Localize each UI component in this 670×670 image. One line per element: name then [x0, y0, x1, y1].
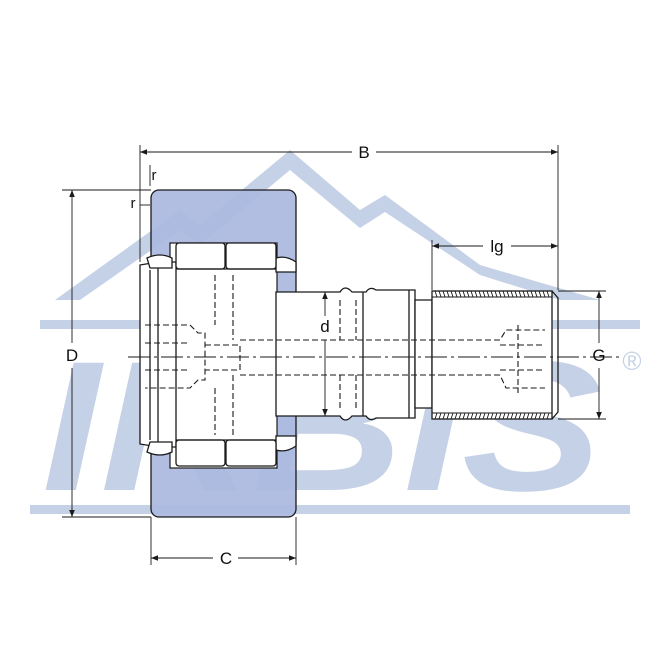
- needle-rollers: [175, 242, 277, 467]
- dimension-label-r-side: r: [131, 195, 136, 212]
- stud-shaft: [139, 254, 559, 456]
- dimension-label-g: G: [592, 346, 605, 365]
- thread-teeth: [432, 290, 552, 420]
- dimension-label-r-top: r: [152, 167, 157, 184]
- watermark-registered-mark: ®: [622, 346, 641, 376]
- hidden-lines: [145, 275, 545, 435]
- dimension-label-b: B: [358, 143, 369, 162]
- dimension-label-c: C: [220, 549, 232, 568]
- dimension-label-d-shaft: d: [320, 317, 329, 336]
- dimension-label-d-outer: D: [66, 346, 78, 365]
- dimension-label-lg: lg: [490, 237, 503, 256]
- dimension-lines: [69, 149, 602, 561]
- watermark-mountain: [55, 150, 600, 300]
